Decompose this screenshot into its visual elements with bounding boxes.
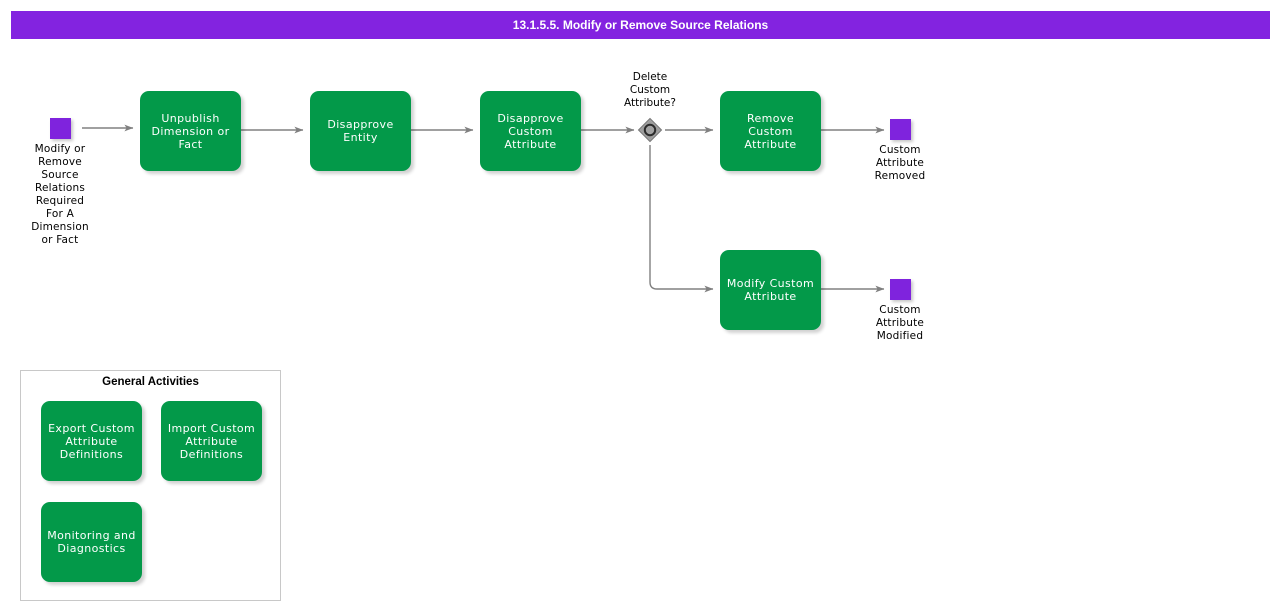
task-import-custom-attribute-definitions[interactable]: Import Custom Attribute Definitions — [161, 401, 262, 481]
task-label: Export Custom Attribute Definitions — [48, 421, 135, 461]
task-disapprove-entity[interactable]: Disapprove Entity — [310, 91, 411, 171]
page-title: 13.1.5.5. Modify or Remove Source Relati… — [11, 11, 1270, 39]
task-label: Unpublish Dimension or Fact — [151, 111, 230, 151]
task-modify-custom-attribute[interactable]: Modify Custom Attribute — [720, 250, 821, 330]
gateway-label: Delete Custom Attribute? — [624, 71, 676, 109]
end-event-custom-attribute-modified[interactable] — [890, 279, 911, 300]
general-activities-title: General Activities — [102, 376, 199, 388]
task-label: Disapprove Custom Attribute — [497, 111, 564, 151]
end-event-custom-attribute-removed[interactable] — [890, 119, 911, 140]
start-event-label: Modify or Remove Source Relations Requir… — [31, 143, 89, 246]
task-label: Modify Custom Attribute — [726, 277, 815, 303]
flow-gateway-to-modify — [649, 145, 714, 293]
task-disapprove-custom-attribute[interactable]: Disapprove Custom Attribute — [480, 91, 581, 171]
task-unpublish-dimension-or-fact[interactable]: Unpublish Dimension or Fact — [140, 91, 241, 171]
task-monitoring-and-diagnostics[interactable]: Monitoring and Diagnostics — [41, 502, 142, 582]
task-label: Import Custom Attribute Definitions — [167, 421, 256, 461]
end-event-modified-label: Custom Attribute Modified — [875, 304, 925, 342]
start-event[interactable] — [50, 118, 71, 139]
task-label: Remove Custom Attribute — [744, 111, 797, 151]
general-activities-panel: General Activities Export Custom Attribu… — [20, 370, 281, 601]
gateway-diamond-icon — [637, 117, 663, 143]
task-label: Disapprove Entity — [327, 118, 394, 144]
task-export-custom-attribute-definitions[interactable]: Export Custom Attribute Definitions — [41, 401, 142, 481]
task-label: Monitoring and Diagnostics — [47, 529, 136, 555]
end-event-removed-label: Custom Attribute Removed — [874, 144, 926, 182]
gateway-delete-custom-attribute[interactable] — [636, 116, 664, 144]
task-remove-custom-attribute[interactable]: Remove Custom Attribute — [720, 91, 821, 171]
